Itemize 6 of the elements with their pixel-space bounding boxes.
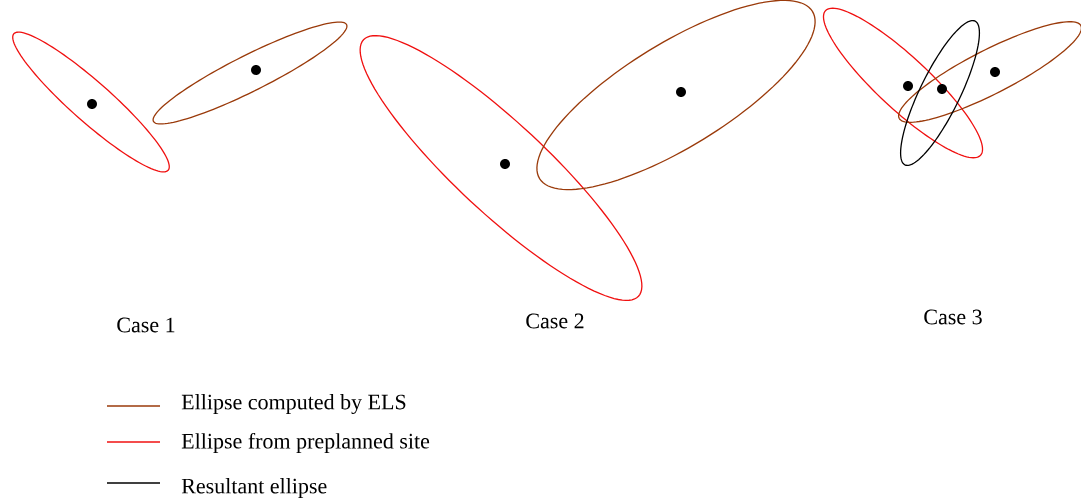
case-label: Case 1 — [117, 317, 175, 333]
legend-text: Ellipse from preplanned site — [181, 432, 430, 454]
legend-text: Resultant ellipse — [181, 478, 327, 498]
case-label: Case 2 — [526, 313, 584, 329]
case-label: Case 3 — [924, 309, 982, 325]
legend-text: Ellipse computed by ELS — [181, 394, 406, 414]
